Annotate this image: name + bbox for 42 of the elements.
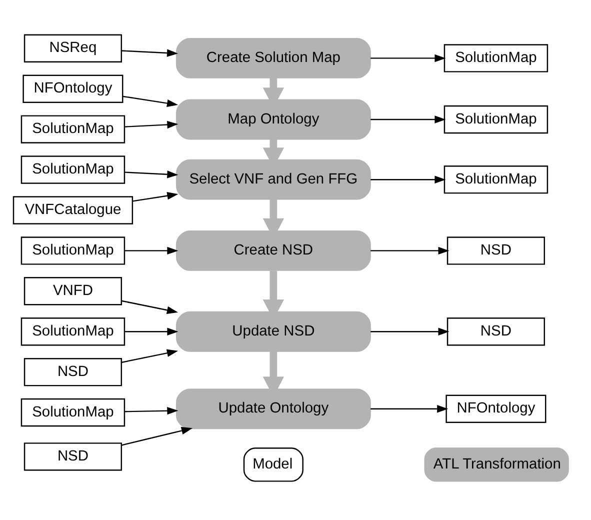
node-box: NFOntology [446, 394, 546, 422]
legend-label: Model [252, 456, 293, 472]
node-box: Update NSD [176, 310, 371, 352]
arrow [124, 406, 178, 414]
node-box: SolutionMap [20, 317, 126, 346]
node-box: Select VNF and Gen FFG [176, 158, 371, 200]
arrow [121, 426, 193, 446]
node-box: Update Ontology [176, 388, 371, 429]
arrow [124, 327, 178, 335]
arrow [124, 120, 178, 128]
legend-label: ATL Transformation [433, 456, 561, 472]
node-box: Create Solution Map [176, 37, 371, 78]
arrow [132, 192, 178, 202]
node-box: NSReq [24, 34, 122, 62]
node-box: SolutionMap [20, 114, 126, 143]
arrow [370, 404, 448, 412]
node-box: NSD [446, 317, 545, 346]
arrow [122, 300, 178, 314]
arrow [122, 95, 178, 107]
arrow [370, 327, 450, 335]
arrow [122, 48, 178, 56]
arrow [370, 115, 446, 123]
node-box: SolutionMap [444, 44, 548, 72]
node-box: SolutionMap [444, 164, 548, 194]
node-box: VNFD [24, 276, 122, 305]
arrow [122, 348, 178, 362]
arrow [370, 54, 446, 62]
node-box: NSD [24, 357, 122, 386]
node-box: NSD [446, 236, 545, 264]
node-box: VNFCatalogue [12, 196, 134, 224]
node-box: SolutionMap [20, 236, 126, 264]
node-box: SolutionMap [20, 398, 126, 426]
node-box: NSD [24, 442, 122, 470]
node-box: Map Ontology [176, 98, 371, 140]
arrow [124, 170, 178, 178]
arrow [124, 246, 178, 254]
node-box: NFOntology [22, 74, 124, 102]
node-box: Create NSD [176, 230, 371, 270]
arrow [370, 246, 450, 254]
node-box: SolutionMap [444, 104, 548, 134]
node-box: SolutionMap [20, 155, 126, 184]
arrow [370, 175, 446, 183]
